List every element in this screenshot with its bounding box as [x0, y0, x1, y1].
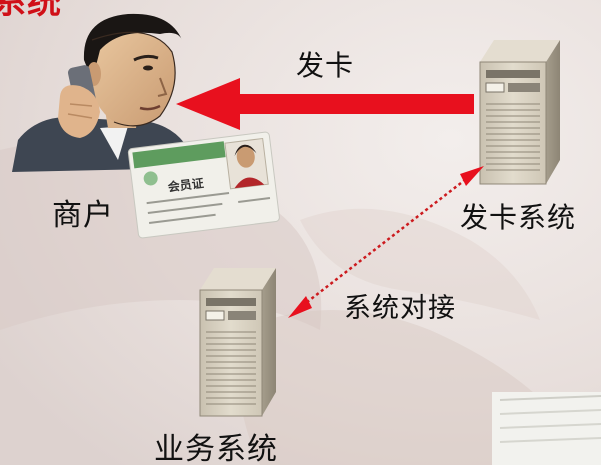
node-label-business-system: 业务系统	[154, 432, 278, 465]
system-docking-arrow	[288, 166, 484, 318]
shirt-cuff	[492, 392, 601, 465]
server-icon	[199, 268, 276, 417]
edge-label-system-docking: 系统对接	[344, 293, 456, 324]
node-label-card-system: 发卡系统	[460, 201, 577, 234]
edge-label-issue-card: 发卡	[296, 49, 355, 82]
title-fragment: 系统	[0, 0, 62, 22]
id-card-heading: 会员证	[167, 175, 205, 194]
node-label-merchant: 商户	[52, 198, 114, 233]
issue-card-arrow	[176, 78, 474, 130]
server-icon	[479, 40, 560, 185]
